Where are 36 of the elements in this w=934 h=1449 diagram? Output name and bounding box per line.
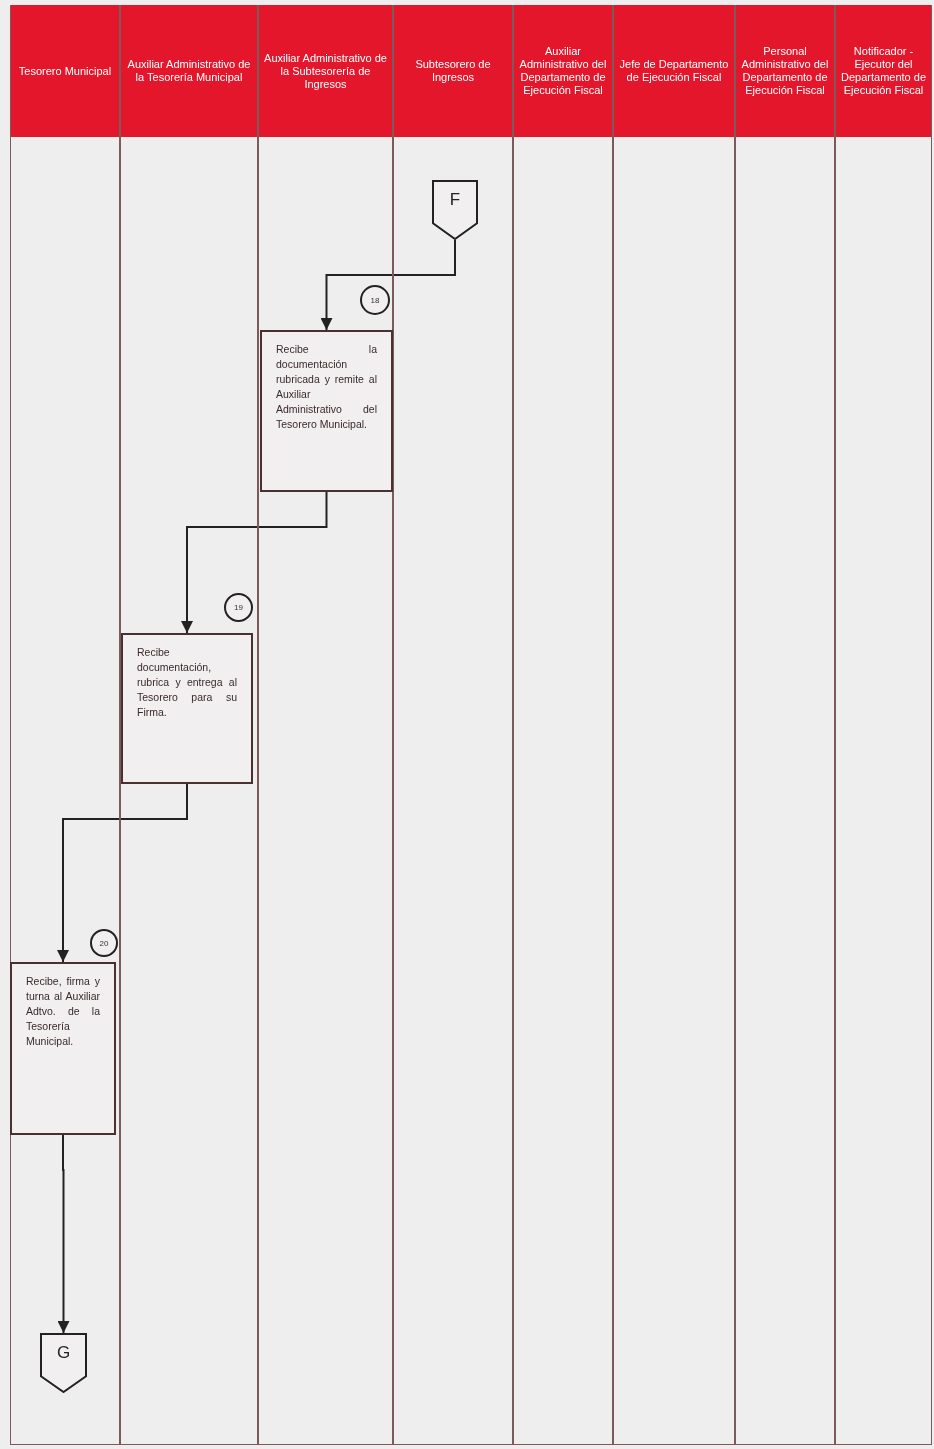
lane-header: Subtesorero de Ingresos	[394, 5, 512, 137]
step-number: 19	[234, 603, 243, 612]
swimlane	[613, 5, 735, 1445]
swimlane	[513, 5, 613, 1445]
lane-header: Auxiliar Administrativo de la Tesorería Municipal	[121, 5, 257, 137]
process-box	[260, 330, 393, 492]
arrow	[57, 783, 188, 963]
step-text: Recibe, firma y turna al Auxiliar Adtvo. de la Tesorería Municipal.	[26, 974, 100, 1049]
process-box	[10, 962, 116, 1135]
step-text: Recibe la documentación rubricada y remite al Auxiliar Administrativo del Tesorero Municipal.	[276, 342, 377, 432]
step-text: Recibe documentación, rubrica y entrega al Tesorero para su Firma.	[137, 645, 237, 720]
lane-header: Jefe de Departamento de Ejecución Fiscal	[614, 5, 734, 137]
arrow	[57, 1134, 70, 1334]
lane-header: Personal Administrativo del Departamento de Ejecución Fiscal	[736, 5, 834, 137]
off-page-connector	[432, 180, 478, 240]
lane-header: Auxiliar Administrativo del Departamento de Ejecución Fiscal	[514, 5, 612, 137]
step-number-circle	[224, 593, 253, 622]
swimlane	[258, 5, 393, 1445]
lane-header: Tesorero Municipal	[11, 5, 119, 137]
connector-letter: F	[448, 190, 462, 210]
step-number: 18	[370, 295, 380, 305]
step-number: 20	[99, 938, 109, 948]
arrow	[181, 491, 328, 634]
connector-letter: G	[55, 1343, 72, 1363]
swimlane	[10, 5, 120, 1445]
swimlane	[735, 5, 835, 1445]
lane-header: Notificador - Ejecutor del Departamento de Ejecución Fiscal	[836, 5, 931, 137]
lane-header: Auxiliar Administrativo de la Subtesorería de Ingresos	[259, 5, 392, 137]
process-box	[121, 633, 253, 784]
step-number-circle	[360, 285, 390, 315]
swimlane	[835, 5, 932, 1445]
step-number-circle	[90, 929, 118, 957]
swimlane	[120, 5, 258, 1445]
swimlane	[393, 5, 513, 1445]
off-page-connector	[40, 1333, 87, 1393]
arrow	[320, 239, 456, 331]
